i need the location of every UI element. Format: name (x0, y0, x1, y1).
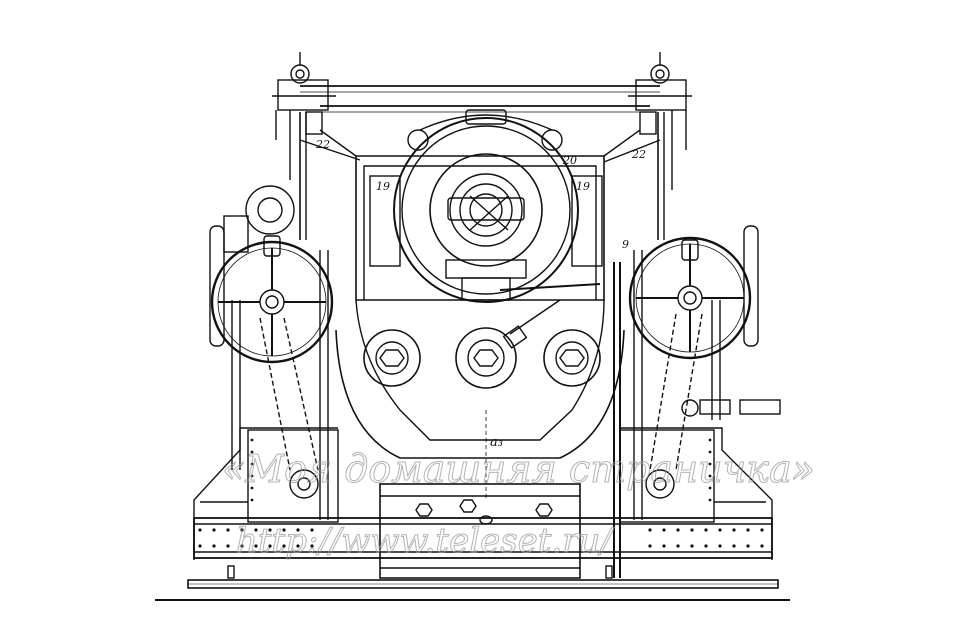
label-19-left: 19 (376, 180, 390, 193)
watermark: «Моя домашняя страничка» http://www.tele… (222, 447, 816, 562)
label-22-left: 22 (315, 138, 330, 151)
right-handwheel (628, 225, 781, 520)
label-20: 20 (562, 154, 577, 167)
central-cradle (335, 109, 625, 500)
lower-frame (193, 262, 773, 579)
base-rail (155, 579, 790, 601)
label-22-right: 22 (631, 148, 646, 161)
label-19-right: 19 (576, 180, 590, 193)
watermark-line1: «Моя домашняя страничка» (222, 447, 815, 491)
label-9: 9 (622, 238, 629, 251)
label-a3: a₃ (490, 435, 503, 450)
upper-linkage (272, 52, 692, 240)
watermark-line2: http://www.teleset.ru/ (236, 521, 615, 561)
left-handwheel (209, 185, 334, 520)
